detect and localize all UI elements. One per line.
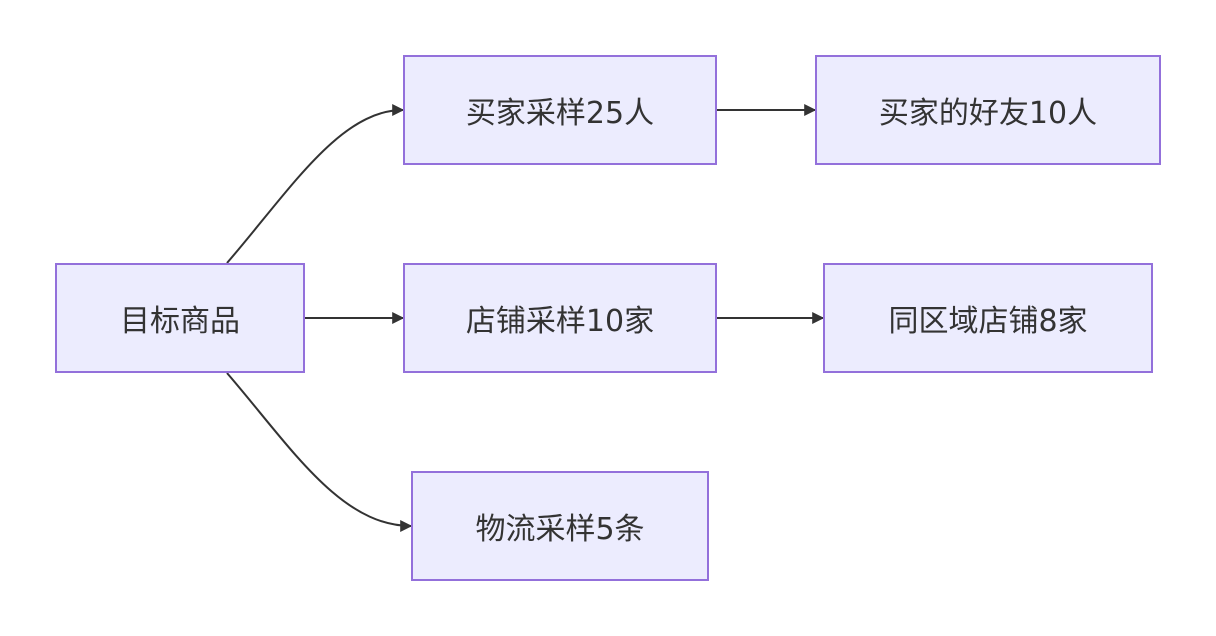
edge-target-to-buyer-sample bbox=[226, 104, 405, 264]
node-target-product-label: 目标商品 bbox=[120, 304, 240, 339]
node-region-shops-label: 同区域店铺8家 bbox=[888, 304, 1088, 339]
node-shop-sample: 店铺采样10家 bbox=[403, 263, 717, 373]
node-buyer-friends-label: 买家的好友10人 bbox=[878, 96, 1098, 131]
node-target-product: 目标商品 bbox=[55, 263, 305, 373]
node-logistics-sample-label: 物流采样5条 bbox=[475, 512, 645, 547]
node-region-shops: 同区域店铺8家 bbox=[823, 263, 1153, 373]
node-buyer-sample: 买家采样25人 bbox=[403, 55, 717, 165]
node-shop-sample-label: 店铺采样10家 bbox=[465, 304, 655, 339]
edge-target-to-logistics-sample bbox=[226, 372, 413, 532]
node-buyer-sample-label: 买家采样25人 bbox=[465, 96, 655, 131]
node-logistics-sample: 物流采样5条 bbox=[411, 471, 709, 581]
node-buyer-friends: 买家的好友10人 bbox=[815, 55, 1161, 165]
